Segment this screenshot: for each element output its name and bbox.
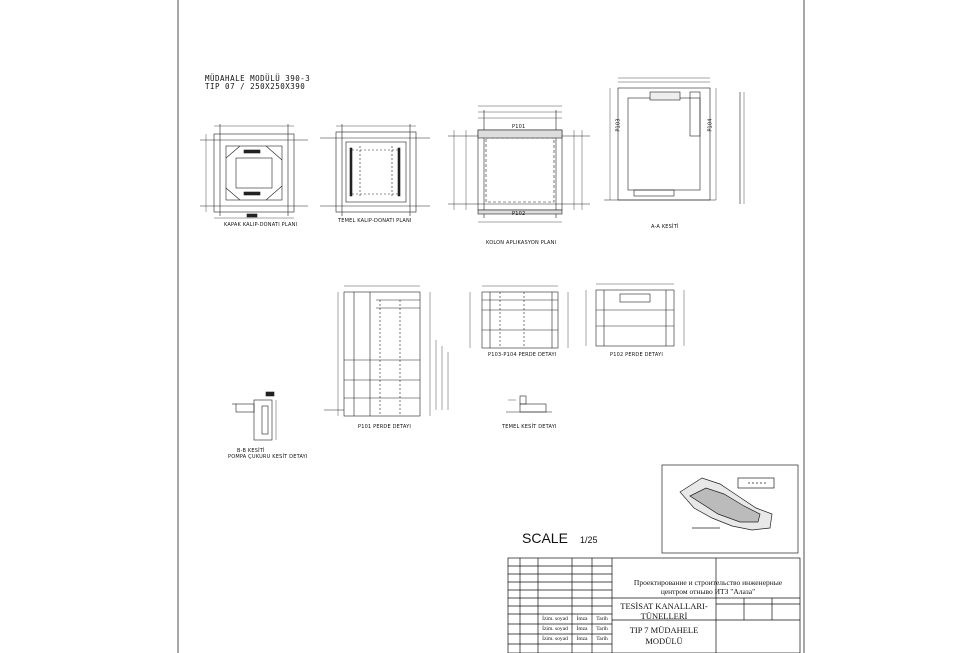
sheet-line-1: TIP 7 MÜDAHELE <box>629 625 699 635</box>
temel-kesit-caption: TEMEL KESİT DETAYI <box>502 424 557 430</box>
rev-row-2-date: Tarih <box>596 626 608 632</box>
pompa-detail-caption: POMPA ÇUKURU KESİT DETAYI <box>228 454 308 460</box>
rev-row-1-sign: İmza <box>576 616 588 622</box>
rev-row-3-name: İzim. soyad <box>542 636 568 642</box>
rev-row-1-date: Tarih <box>596 616 608 622</box>
p102-label: P102 <box>512 211 526 217</box>
bb-kesit-caption: B-B KESİTİ <box>237 448 265 454</box>
kapak-plan-caption: KAPAK KALIP-DONATI PLANI <box>224 222 298 228</box>
p103-p104-detail-drawing <box>469 285 569 349</box>
bb-kesit-drawing <box>232 391 277 441</box>
rev-row-2-name: İzim. soyad <box>542 626 568 632</box>
aa-kesit-drawing <box>604 77 745 204</box>
aa-kesit-caption: A-A KESİTİ <box>651 224 679 230</box>
scale-label: SCALE <box>522 530 568 546</box>
rev-row-1-name: İzim. soyad <box>542 616 568 622</box>
temel-plan-caption: TEMEL KALIP-DONATI PLANI <box>338 218 412 224</box>
sheet-border <box>177 0 805 653</box>
rev-row-3-date: Tarih <box>596 636 608 642</box>
module-type: TIP 07 / 250X250X390 <box>205 82 306 91</box>
p101-detail-drawing <box>324 285 449 417</box>
p102-detail-drawing <box>585 283 685 347</box>
kolon-plan-caption: KOLON APLIKASYON PLANI <box>486 240 557 246</box>
p102-caption: P102 PERDE DETAYI <box>610 352 664 358</box>
company-line-1: Проектирование и строительство инженерны… <box>633 578 783 587</box>
kapak-plan-drawing <box>200 124 308 219</box>
company-line-2: центром отныво ИТЗ "Алаза" <box>660 587 756 596</box>
p103-p104-caption: P103-P104 PERDE DETAYI <box>488 352 557 358</box>
temel-kesit-drawing <box>506 395 552 413</box>
module-title: MÜDAHALE MODÜLÜ 390-3 <box>205 74 311 83</box>
kolon-plan-drawing <box>448 105 590 223</box>
sheet-line-2: MODÜLÜ <box>645 636 683 646</box>
p103-label: P103 <box>615 118 622 132</box>
rev-row-2-sign: İmza <box>576 626 588 632</box>
scale-value: 1/25 <box>580 535 598 545</box>
p101-label: P101 <box>512 124 526 130</box>
project-line-1: TESİSAT KANALLARI- <box>620 601 708 611</box>
title-block-grid <box>507 557 801 653</box>
rev-row-3-sign: İmza <box>576 636 588 642</box>
p104-label: P104 <box>707 118 714 132</box>
location-map-inset <box>661 464 799 554</box>
temel-plan-drawing <box>320 124 430 216</box>
project-line-2: TÜNELLERİ <box>640 611 688 621</box>
p101-caption: P101 PERDE DETAYI <box>358 424 412 430</box>
